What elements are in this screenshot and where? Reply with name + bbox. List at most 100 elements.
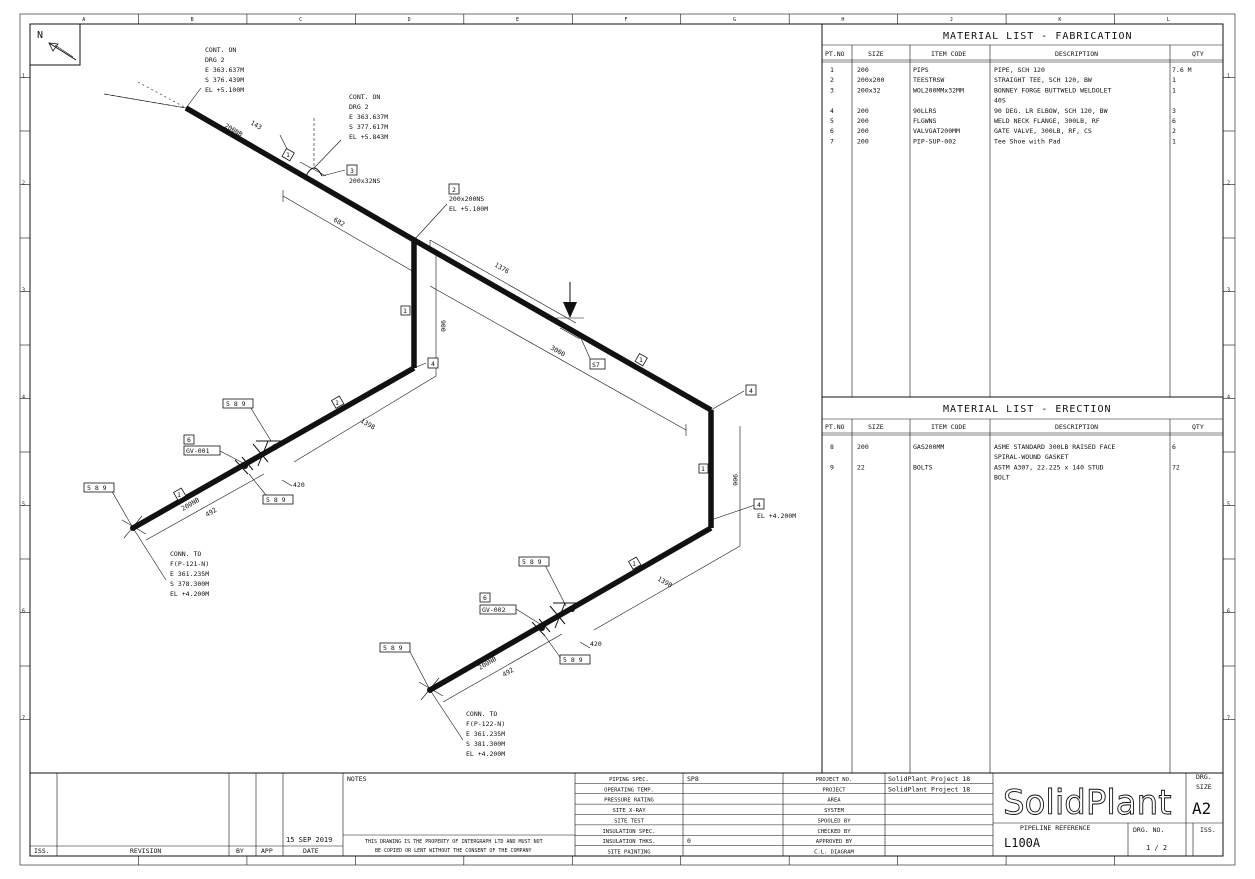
ere-cell: 9 xyxy=(830,463,834,471)
tb-iss: ISS. xyxy=(34,847,50,855)
grid-row-label: 6 xyxy=(22,609,25,615)
grid-row-label: 2 xyxy=(1227,181,1230,187)
grid-col-label: E xyxy=(516,17,519,23)
dimension-lines xyxy=(145,134,741,703)
cont-2-line-4: S 377.617M xyxy=(349,123,388,131)
svg-text:4: 4 xyxy=(749,387,753,395)
svg-text:3: 3 xyxy=(350,167,354,175)
svg-text:1: 1 xyxy=(177,491,181,499)
tag-2: 2 xyxy=(448,183,460,195)
fab-cell: 1 xyxy=(1172,86,1176,94)
tag-4-right-top: 4 xyxy=(745,384,757,396)
fab-cell: 40S xyxy=(994,97,1006,105)
grid-row-label: 7 xyxy=(22,716,25,722)
ere-cell: BOLTS xyxy=(913,463,933,471)
ere-cell: ASTM A307, 22.225 x 140 STUD xyxy=(994,463,1104,471)
dim-900-right: 900 xyxy=(731,474,739,486)
tag-6-b: 6 xyxy=(479,592,491,603)
olet-size-label: 200x32NS xyxy=(349,177,380,185)
fab-cell: BONNEY FORGE BUTTWELD WELDOLET xyxy=(994,86,1111,94)
tb-pipeline-ref: L100A xyxy=(1004,836,1041,850)
cont-2-line-2: DRG 2 xyxy=(349,103,369,111)
valve-group-2 xyxy=(418,602,581,701)
title-block: ISS. REVISION BY APP DATE 15 SEP 2019 NO… xyxy=(30,772,1223,856)
tag-1-lower-left: 1 xyxy=(330,395,345,409)
grid-col-label: F xyxy=(625,17,628,23)
svg-text:2: 2 xyxy=(452,186,456,194)
material-list-fabrication: MATERIAL LIST - FABRICATION PT.NO SIZE I… xyxy=(821,24,1223,773)
tag-589-f: 5 8 9 xyxy=(559,654,591,665)
spec-label: PIPING SPEC. xyxy=(609,777,649,783)
svg-text:1: 1 xyxy=(403,307,407,315)
valve-group-1 xyxy=(121,440,284,539)
tag-gv-001: GV-001 xyxy=(183,445,221,456)
ere-cell: 72 xyxy=(1172,463,1180,471)
fab-cell: 1 xyxy=(1172,76,1176,84)
fab-cell: 200 xyxy=(857,66,869,74)
grid-row-label: 3 xyxy=(22,288,25,294)
tag-support-s7: S7 xyxy=(589,358,606,370)
conn-1-line-1: CONN. TO xyxy=(170,550,201,558)
dim-1376: 1376 xyxy=(493,261,511,276)
fab-cell: 6 xyxy=(1172,117,1176,125)
tag-gv-002: GV-002 xyxy=(479,604,517,615)
svg-text:1: 1 xyxy=(286,151,290,159)
tb-size-label: SIZE xyxy=(1196,783,1212,791)
dim-900-left: 900 xyxy=(439,320,447,332)
tag-4-right-bottom: 4 xyxy=(753,498,765,510)
ere-cell: 8 xyxy=(830,443,834,451)
cont-label-2: CONT. ON DRG 2 E 363.637M S 377.617M EL … xyxy=(349,93,388,141)
fab-header-size: SIZE xyxy=(868,50,884,58)
tee-size-label: 200x200NS xyxy=(449,195,484,203)
project-label: SYSTEM xyxy=(824,808,845,814)
grid-row-label: 3 xyxy=(1227,288,1230,294)
tb-notes: NOTES xyxy=(347,775,367,783)
fabrication-title: MATERIAL LIST - FABRICATION xyxy=(943,31,1133,42)
project-value: SolidPlant Project 18 xyxy=(888,785,970,793)
fab-header-ptno: PT.NO xyxy=(825,50,845,58)
fab-cell: 5 xyxy=(830,117,834,125)
dim-3000: 3000 xyxy=(549,344,567,359)
grid-row-markers: 1 1 2 2 3 3 4 4 5 5 6 6 7 7 xyxy=(20,74,1235,722)
tag-1-lower-right: 1 xyxy=(627,556,642,570)
svg-text:4: 4 xyxy=(431,360,435,368)
fab-cell: 4 xyxy=(830,107,834,115)
cont-2-line-3: E 363.637M xyxy=(349,113,388,121)
project-label: CHECKED BY xyxy=(817,829,851,835)
erection-title: MATERIAL LIST - ERECTION xyxy=(943,404,1112,415)
spec-label: SITE PAINTING xyxy=(607,850,650,856)
svg-text:6: 6 xyxy=(483,594,487,602)
pipe-top-run xyxy=(184,105,416,243)
conn-1-line-4: S 378.300M xyxy=(170,580,209,588)
ere-cell: BOLT xyxy=(994,474,1010,482)
fab-cell: 7 xyxy=(830,137,834,145)
fab-cell: WOL200MMx32MM xyxy=(913,86,964,94)
spec-label: PRESSURE RATING xyxy=(604,798,654,804)
conn-2-line-1: CONN. TO xyxy=(466,710,497,718)
fab-cell: WELD NECK FLANGE, 300LB, RF xyxy=(994,117,1100,125)
svg-text:4: 4 xyxy=(757,501,761,509)
grid-row-label: 5 xyxy=(22,502,25,508)
pipe-diagonal-run xyxy=(412,237,713,413)
conn-2-line-2: F(P-122-N) xyxy=(466,720,505,728)
dim-682: 682 xyxy=(332,216,346,229)
part-tags: 1 1 1 1 1 1 1 2 3 4 4 4 6 6 GV-001 GV-00… xyxy=(83,147,765,665)
dim-420-b: 420 xyxy=(590,640,602,648)
tag-1-left-drop: 1 xyxy=(400,305,411,316)
project-label: PROJECT NO. xyxy=(816,777,852,783)
spec-label: INSULATION SPEC. xyxy=(603,829,656,835)
spec-label: INSULATION THKS. xyxy=(603,839,656,845)
inner-frame xyxy=(29,23,1224,857)
cont-label-1: CONT. ON DRG 2 E 363.637M S 376.439M EL … xyxy=(205,46,244,94)
leader-lines xyxy=(109,87,756,741)
fab-cell: 1 xyxy=(830,66,834,74)
fab-header-qty: QTY xyxy=(1192,50,1204,58)
grid-row-label: 5 xyxy=(1227,502,1230,508)
svg-text:1: 1 xyxy=(701,465,705,473)
grid-col-label: D xyxy=(408,17,411,23)
outer-frame xyxy=(19,13,1236,866)
project-label: PROJECT xyxy=(822,787,846,793)
grid-col-label: L xyxy=(1167,17,1170,23)
grid-col-label: B xyxy=(191,17,194,23)
